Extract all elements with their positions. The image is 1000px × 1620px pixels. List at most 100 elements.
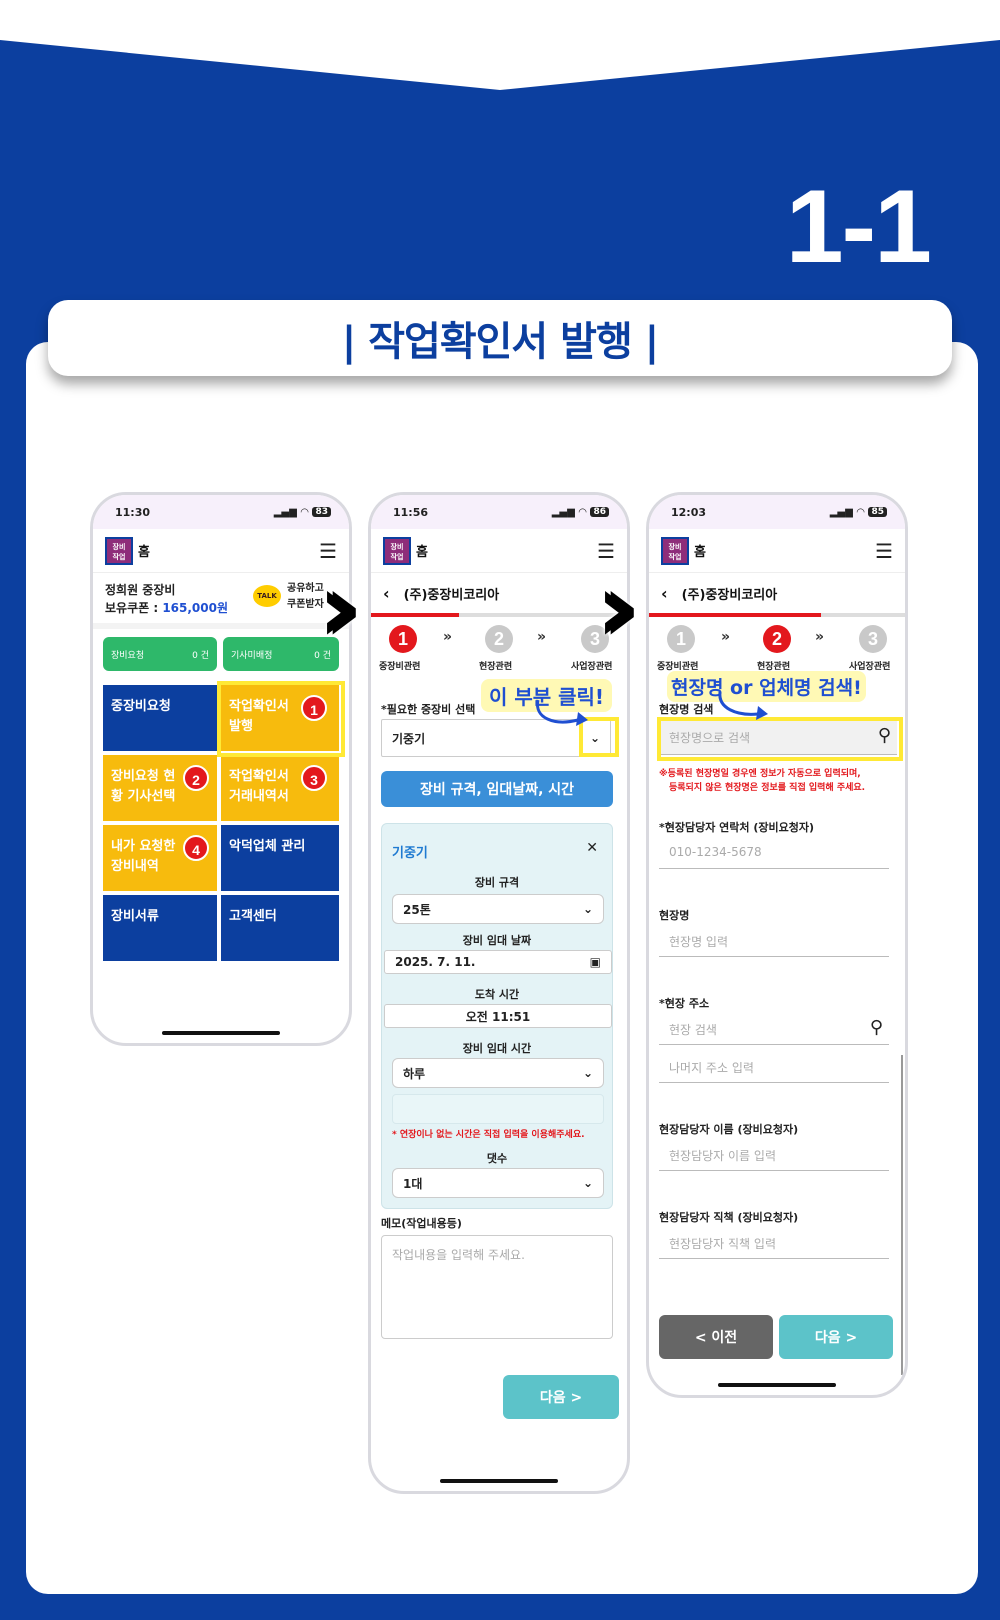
tile-equipment-documents[interactable]: 장비서류 <box>103 895 217 961</box>
step-separator: » <box>537 629 547 645</box>
manager-name-input[interactable]: 현장담당자 이름 입력 <box>659 1141 889 1171</box>
step-circle: 3 <box>581 625 609 653</box>
prev-button[interactable]: < 이전 <box>659 1315 773 1359</box>
double-chevron-icon: ›› <box>318 552 364 664</box>
address-placeholder: 현장 검색 <box>669 1023 717 1037</box>
search-icon[interactable]: ⚲ <box>869 1017 883 1038</box>
address-detail-input[interactable]: 나머지 주소 입력 <box>659 1053 889 1083</box>
menu-icon[interactable]: ☰ <box>319 538 337 563</box>
site-name-input[interactable]: 현장명 입력 <box>659 927 889 957</box>
step-separator: » <box>721 629 731 645</box>
callout-arrow-1 <box>536 699 588 726</box>
equipment-select-label: *필요한 중장비 선택 <box>381 703 476 716</box>
menu-icon[interactable]: ☰ <box>597 538 615 563</box>
count-label: 댓수 <box>486 1152 508 1165</box>
home-indicator <box>440 1479 558 1483</box>
home-label: 홈 <box>694 545 706 560</box>
equipment-detail-panel: 기중기 ✕ 장비 규격 25톤⌄ 장비 임대 날짜 2025. 7. 11.▣ … <box>381 823 613 1209</box>
step-number: 1-1 <box>785 169 932 285</box>
clock: 11:56 <box>393 505 429 519</box>
address-search-input[interactable]: 현장 검색 ⚲ <box>659 1015 889 1045</box>
driver-unassigned-count-button[interactable]: 기사미배정 0 건 <box>223 637 339 671</box>
next-button[interactable]: 다음 > <box>779 1315 893 1359</box>
close-icon[interactable]: ✕ <box>586 840 598 856</box>
step-badge: 2 <box>183 765 209 791</box>
user-name: 정희원 중장비 <box>105 583 176 597</box>
wifi-icon: ◠ <box>856 506 865 518</box>
home-label: 홈 <box>416 545 428 560</box>
site-search-warning-2: 등록되지 않은 현장명은 정보를 직접 입력해 주세요. <box>669 783 866 793</box>
tile-equipment-request[interactable]: 중장비요청 <box>103 685 217 751</box>
step-separator: » <box>815 629 825 645</box>
site-search-input[interactable]: 현장명으로 검색 ⚲ <box>659 721 897 755</box>
tile-label: 내가 요청한 장비내역 <box>111 839 176 874</box>
calendar-icon[interactable]: ▣ <box>589 955 601 969</box>
tile-label: 장비서류 <box>111 909 159 924</box>
share-coupon-link[interactable]: 공유하고 쿠폰받자 <box>287 581 324 613</box>
tile-bad-vendor-management[interactable]: 악덕업체 관리 <box>221 825 339 891</box>
highlight-box <box>657 717 903 761</box>
scrollbar[interactable] <box>901 1055 903 1375</box>
rent-time-value: 하루 <box>403 1066 426 1081</box>
menu-icon[interactable]: ☰ <box>875 538 893 563</box>
step-label: 중장비관련 <box>379 662 421 672</box>
back-chevron-icon[interactable]: ‹ <box>383 583 390 603</box>
memo-textarea[interactable]: 작업내용을 입력해 주세요. <box>381 1235 613 1339</box>
tile-label: 중장비요청 <box>111 699 171 714</box>
callout-arrow-2 <box>718 691 768 720</box>
chevron-down-icon[interactable]: ⌄ <box>589 731 600 745</box>
contact-input[interactable]: 010-1234-5678 <box>659 839 889 869</box>
coupon-label: 보유쿠폰 : <box>105 601 163 615</box>
date-value: 2025. 7. 11. <box>395 955 476 969</box>
status-bar: 12:03 ▂▄▆◠85 <box>649 495 905 529</box>
next-button[interactable]: 다음 > <box>503 1375 619 1419</box>
tile-label: 작업확인서 거래내역서 <box>229 769 289 804</box>
step-label: 사업장관련 <box>571 662 613 672</box>
equipment-select[interactable]: 기중기 ⌄ <box>381 719 611 757</box>
home-label: 홈 <box>138 545 150 560</box>
count-select[interactable]: 1대 ⌄ <box>392 1168 604 1198</box>
status-bar: 11:56 ▂▄▆◠86 <box>371 495 627 529</box>
highlight-box <box>579 717 619 757</box>
rent-time-select[interactable]: 하루⌄ <box>392 1058 604 1088</box>
tile-label: 고객센터 <box>229 909 277 924</box>
chevron-down-icon: ⌄ <box>582 902 593 916</box>
step-separator: » <box>443 629 453 645</box>
equip-request-count-button[interactable]: 장비요청 0 건 <box>103 637 217 671</box>
count-value: 1대 <box>403 1176 423 1191</box>
site-search-label: 현장명 검색 <box>659 703 714 716</box>
signal-icon: ▂▄▆ <box>273 506 297 518</box>
step-label: 현장관련 <box>479 662 513 672</box>
signal-icon: ▂▄▆ <box>551 506 575 518</box>
kakao-talk-icon[interactable]: TALK <box>253 585 281 607</box>
step-label: 현장관련 <box>757 662 791 672</box>
spec-label: 장비 규격 <box>474 876 520 889</box>
tile-label: 악덕업체 관리 <box>229 839 306 854</box>
manager-title-input[interactable]: 현장담당자 직책 입력 <box>659 1229 889 1259</box>
user-info: 정희원 중장비 보유쿠폰 : 165,000원 <box>105 581 228 617</box>
arrive-label: 도착 시간 <box>474 988 520 1001</box>
double-chevron-icon: ›› <box>596 552 642 664</box>
search-icon[interactable]: ⚲ <box>877 725 891 746</box>
back-row: ‹ (주)중장비코리아 <box>371 573 627 613</box>
spec-select[interactable]: 25톤⌄ <box>392 894 604 924</box>
progress-bar <box>649 613 905 617</box>
date-input[interactable]: 2025. 7. 11. ▣ <box>384 950 612 974</box>
site-name-label: 현장명 <box>659 909 690 922</box>
tile-customer-center[interactable]: 고객센터 <box>221 895 339 961</box>
back-chevron-icon[interactable]: ‹ <box>661 583 668 603</box>
divider <box>93 623 349 629</box>
callout-search-hint: 현장명 or 업체명 검색! <box>667 671 866 702</box>
custom-time-input[interactable] <box>392 1094 604 1124</box>
manager-title-label: 현장담당자 직책 (장비요청자) <box>659 1211 799 1224</box>
spec-date-time-button[interactable]: 장비 규격, 임대날짜, 시간 <box>381 771 613 807</box>
chevron-down-icon: ⌄ <box>582 1176 593 1190</box>
arrive-time-input[interactable]: 오전 11:51 <box>384 1004 612 1028</box>
